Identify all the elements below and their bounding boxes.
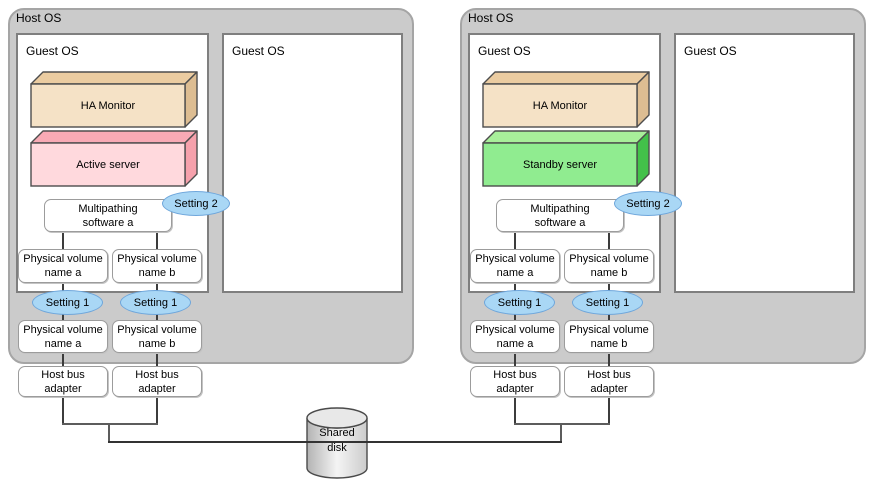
standby-server-label: Standby server [523,158,597,171]
connector-line [62,231,64,249]
setting-1-badge: Setting 1 [32,290,103,315]
guest-os-label: Guest OS [684,44,737,58]
guest-os-panel-2: Guest OS [222,33,403,293]
active-server-label: Active server [76,158,140,171]
guest-os-label: Guest OS [478,44,531,58]
connector-line [514,397,516,423]
connector-line [62,353,64,366]
physical-volume-host-b-box: Physical volume name b [564,320,654,353]
host-os-label: Host OS [468,11,514,25]
physical-volume-host-a-box: Physical volume name a [470,320,560,353]
setting-2-badge: Setting 2 [614,191,682,216]
disk-bus-line [108,441,562,443]
guest-os-label: Guest OS [232,44,285,58]
connector-line [608,397,610,423]
shared-disk-label: Shared disk [319,427,355,454]
physical-volume-host-a-box: Physical volume name a [18,320,108,353]
host-bus-adapter-b-box: Host bus adapter [564,366,654,397]
connector-line [62,397,64,423]
physical-volume-guest-b-box: Physical volume name b [564,249,654,283]
physical-volume-guest-a-box: Physical volume name a [470,249,560,283]
standby-server-box [482,130,650,187]
physical-volume-guest-a-box: Physical volume name a [18,249,108,283]
physical-volume-guest-b-box: Physical volume name b [112,249,202,283]
setting-2-badge: Setting 2 [162,191,230,216]
active-server-box [30,130,198,187]
physical-volume-host-b-box: Physical volume name b [112,320,202,353]
ha-monitor-box [482,71,650,128]
host-bus-adapter-a-box: Host bus adapter [18,366,108,397]
guest-os-label: Guest OS [26,44,79,58]
connector-line [156,353,158,366]
host-bus-adapter-a-box: Host bus adapter [470,366,560,397]
host-os-container-left: Host OS Guest OS Guest OS HA Monitor [8,8,414,443]
host-bus-adapter-b-box: Host bus adapter [112,366,202,397]
shared-disk-cylinder [306,407,368,479]
connector-line [608,231,610,249]
host-os-label: Host OS [16,11,62,25]
hba-join-line [62,423,158,425]
host-os-container-right: Host OS Guest OS Guest OS HA Monitor [460,8,866,443]
hba-join-line [514,423,610,425]
connector-line [560,423,562,443]
connector-line [514,231,516,249]
setting-1-badge: Setting 1 [572,290,643,315]
connector-line [608,353,610,366]
connector-line [156,231,158,249]
ha-monitor-box [30,71,198,128]
connector-line [156,397,158,423]
ha-monitor-label: HA Monitor [532,99,588,112]
setting-1-badge: Setting 1 [120,290,191,315]
guest-os-panel-2: Guest OS [674,33,855,293]
ha-monitor-label: HA Monitor [80,99,136,112]
connector-line [108,423,110,443]
connector-line [514,353,516,366]
setting-1-badge: Setting 1 [484,290,555,315]
multipathing-software-box: Multipathing software a [44,199,172,232]
multipathing-software-box: Multipathing software a [496,199,624,232]
